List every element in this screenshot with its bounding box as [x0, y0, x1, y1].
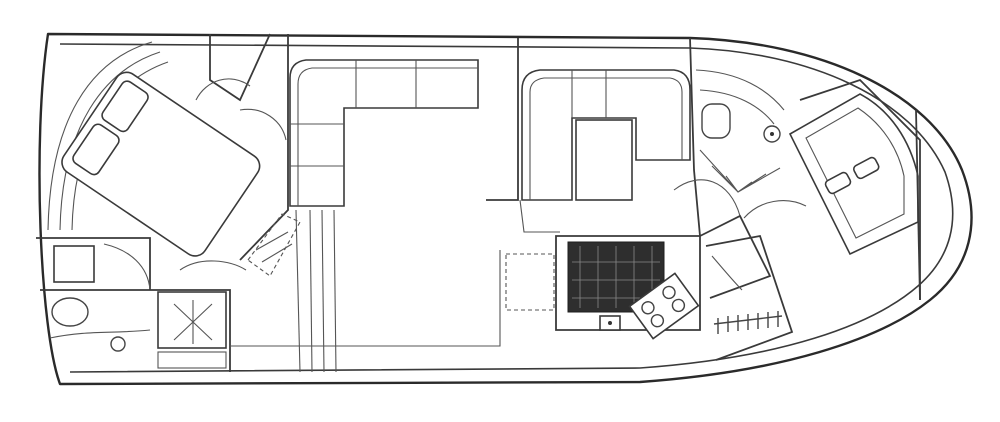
- aft-berth-pillows: [72, 80, 149, 176]
- settee-outline: [289, 59, 479, 207]
- stair-rail-2: [309, 209, 313, 373]
- settee-backrest: [297, 67, 478, 206]
- companionway-stairs: [179, 209, 337, 373]
- fwd-head-door-swing: [711, 255, 743, 291]
- shower-drain-x: [173, 300, 213, 344]
- fwd-berth-inner: [805, 107, 905, 239]
- helm-chair-fan: [699, 149, 781, 193]
- bow-locker: [915, 109, 921, 301]
- aft-stateroom: [47, 33, 289, 261]
- aft-locker-door-swing: [195, 78, 251, 101]
- forward-stateroom: [743, 78, 921, 300]
- toilet: [51, 297, 89, 327]
- galley-counter: [555, 235, 701, 331]
- dinette-step: [519, 199, 560, 233]
- hanging-locker-rails: [713, 311, 783, 334]
- helm-partition: [689, 37, 701, 237]
- step-box: [157, 351, 227, 369]
- helm-seat: [701, 103, 731, 139]
- galley-counter-dashed: [505, 253, 555, 311]
- fwd-berth-pillows: [824, 156, 880, 195]
- berth-curve-outer: [47, 41, 153, 231]
- deck-line: [59, 43, 954, 373]
- aft-head: [36, 237, 231, 372]
- salon-floor-boundary: [486, 38, 519, 201]
- dinette-settee: [521, 69, 691, 201]
- galley: [505, 235, 701, 340]
- microwave-knob: [608, 321, 612, 325]
- head-door-swing: [103, 243, 151, 291]
- floor-drain: [110, 336, 126, 352]
- dinette: [519, 69, 691, 233]
- head-wall-top: [36, 237, 151, 290]
- fwd-stateroom-door-swing: [743, 200, 807, 219]
- fwd-head-wall: [705, 234, 794, 361]
- hull-outline: [38, 32, 973, 386]
- salon-door-swing: [179, 260, 247, 271]
- helm-wheel-hub: [770, 132, 774, 136]
- helm-station: [673, 37, 785, 299]
- aft-stateroom-door-swing: [239, 108, 287, 141]
- bow-bulkhead: [915, 109, 921, 301]
- aft-stateroom-partition: [239, 34, 289, 261]
- berth-curve-inner: [59, 51, 161, 231]
- helm-console-2: [699, 89, 775, 125]
- head-wall-bottom: [40, 289, 231, 372]
- stair-rail-3: [321, 209, 325, 373]
- stair-tread-1: [255, 231, 289, 251]
- dinette-table: [575, 119, 633, 201]
- helm-console: [695, 69, 785, 111]
- stairs-outline: [247, 213, 301, 277]
- stair-tread-2: [261, 243, 293, 263]
- vanity: [53, 245, 95, 283]
- salon-settee: [289, 59, 479, 207]
- helm-door-swing: [673, 179, 741, 217]
- helm-bulkhead: [699, 214, 772, 299]
- salon-deck-edge: [230, 250, 501, 347]
- fwd-stateroom-wall: [799, 78, 921, 300]
- stair-rail-1: [295, 209, 301, 373]
- forward-head: [705, 234, 794, 361]
- aft-locker-wall: [209, 33, 271, 102]
- shower-stall: [157, 291, 227, 349]
- dinette-backrest: [529, 77, 683, 200]
- shower-seat: [49, 329, 151, 339]
- stair-rail-4: [333, 209, 337, 373]
- cooktop: [628, 272, 700, 340]
